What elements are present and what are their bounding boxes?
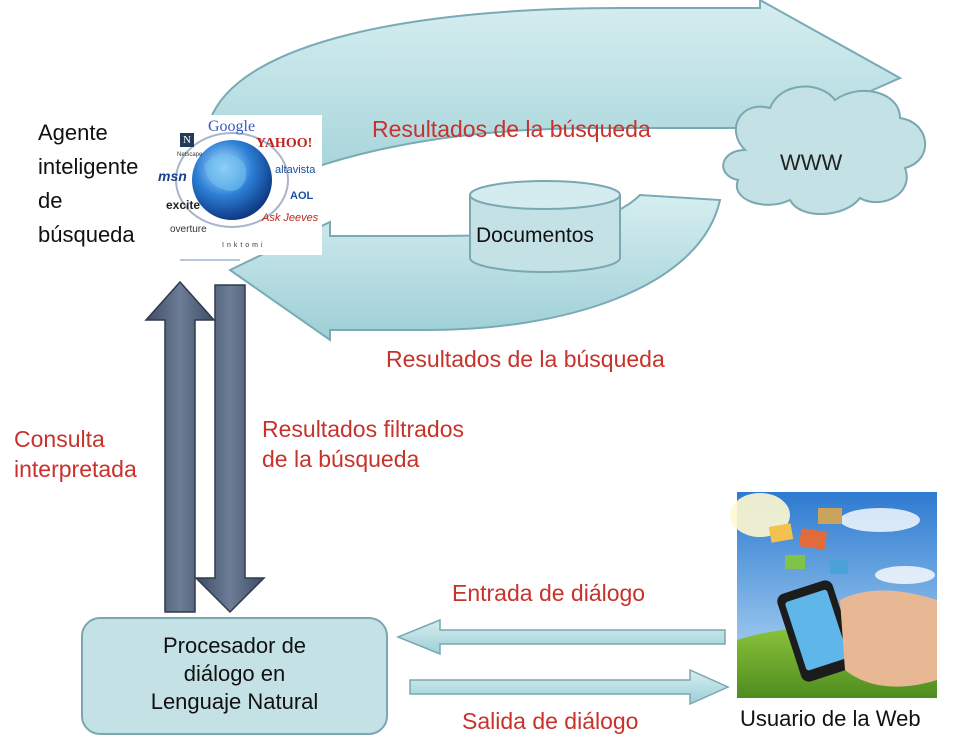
query-line: Consulta bbox=[14, 426, 105, 452]
logo-netscape: Netscape bbox=[177, 152, 203, 158]
user-label: Usuario de la Web bbox=[740, 706, 921, 731]
output-label: Salida de diálogo bbox=[462, 708, 639, 734]
logo-google: Google bbox=[208, 118, 256, 135]
processor-line: Procesador de bbox=[162, 633, 307, 658]
processor-box bbox=[81, 617, 388, 735]
input-arrow bbox=[396, 618, 726, 656]
logo-altavista: altavista bbox=[275, 164, 316, 176]
filtered-label: Resultados filtrados de la búsqueda bbox=[262, 414, 464, 474]
documents-cylinder bbox=[469, 195, 621, 273]
query-line: interpretada bbox=[14, 456, 137, 482]
logo-ask-jeeves: Ask Jeeves bbox=[262, 212, 319, 224]
agent-line: inteligente bbox=[38, 154, 139, 179]
www-cloud bbox=[722, 85, 926, 215]
user-photo bbox=[730, 492, 937, 698]
processor-label: Procesador de diálogo en Lenguaje Natura… bbox=[82, 632, 387, 716]
agent-line: de bbox=[38, 188, 63, 213]
agent-line: Agente bbox=[38, 120, 108, 145]
documents-label: Documentos bbox=[476, 224, 594, 247]
filtered-line: Resultados filtrados bbox=[262, 416, 464, 442]
processor-line: Lenguaje Natural bbox=[150, 689, 319, 714]
mid-results-label: Resultados de la búsqueda bbox=[386, 346, 665, 372]
logo-yahoo: YAHOO! bbox=[256, 136, 313, 151]
logo-overture: overture bbox=[170, 224, 207, 235]
input-label: Entrada de diálogo bbox=[452, 580, 646, 606]
query-up-arrow bbox=[144, 280, 216, 613]
agent-label: Agente inteligente de búsqueda bbox=[38, 116, 138, 252]
logo-netscape-n: N bbox=[180, 133, 194, 147]
logo-excite: excite bbox=[166, 198, 201, 212]
logo-aol: AOL bbox=[290, 190, 314, 202]
output-arrow bbox=[409, 668, 730, 706]
www-label: WWW bbox=[780, 150, 843, 175]
results-down-arrow bbox=[194, 284, 266, 614]
logo-inktomi: Inktomi bbox=[222, 242, 266, 249]
processor-line: diálogo en bbox=[183, 661, 286, 686]
query-label: Consulta interpretada bbox=[14, 424, 137, 484]
agent-line: búsqueda bbox=[38, 222, 135, 247]
logo-msn: msn bbox=[158, 168, 187, 184]
filtered-line: de la búsqueda bbox=[262, 446, 420, 472]
top-results-label: Resultados de la búsqueda bbox=[372, 116, 651, 142]
